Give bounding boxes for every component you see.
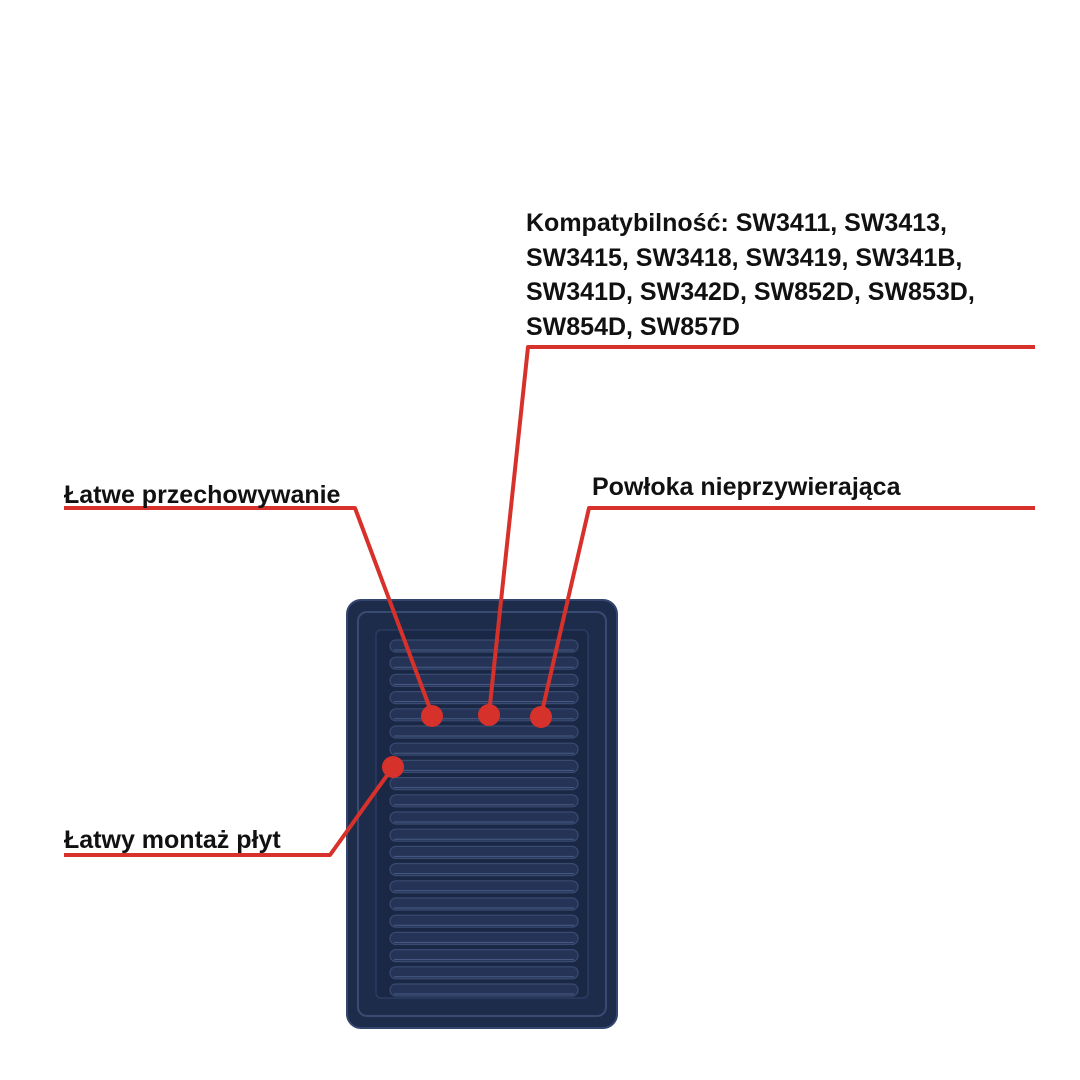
plate-rib <box>389 725 579 739</box>
storage-label: Łatwe przechowywanie <box>64 481 341 509</box>
compatibility-line-2: SW3415, SW3418, SW3419, SW341B, <box>526 243 963 272</box>
plate-rib <box>389 880 579 894</box>
storage-leader-line <box>64 506 434 715</box>
coating-leader-line <box>539 506 1035 717</box>
compatibility-line-3: SW341D, SW342D, SW852D, SW853D, <box>526 278 975 306</box>
plate-rib <box>389 794 579 808</box>
mount-dot <box>382 756 404 778</box>
plate-rib <box>389 828 579 842</box>
storage-dot <box>421 705 443 727</box>
callout-dots <box>382 704 552 778</box>
compatibility-label: Kompatybilność: SW3411, SW3413, SW3415, … <box>526 206 975 344</box>
plate-rib <box>389 948 579 963</box>
plate-rib <box>389 811 579 825</box>
plate-rib <box>389 931 579 946</box>
plate-rib <box>389 845 579 860</box>
plate-rib <box>389 639 579 653</box>
plate-rib <box>389 690 579 705</box>
plate-rib <box>389 914 579 928</box>
compatibility-line-1: Kompatybilność: SW3411, SW3413, <box>526 209 947 237</box>
plate-rib <box>389 776 579 791</box>
plate-rib <box>389 742 579 756</box>
mounting-label: Łatwy montaż płyt <box>64 826 281 854</box>
plate-ribs <box>389 639 579 997</box>
plate-rib <box>389 862 579 877</box>
plate-rib <box>389 966 579 980</box>
callout-lines <box>64 345 1035 857</box>
plate-rib <box>389 897 579 911</box>
mount-leader-line <box>64 765 395 857</box>
coating-dot <box>530 706 552 728</box>
plate-rib <box>389 983 579 997</box>
coating-label: Powłoka nieprzywierająca <box>592 473 901 501</box>
plate-rib <box>389 656 579 670</box>
compat-leader-line <box>487 345 1035 715</box>
grill-plate <box>346 599 618 1029</box>
compatibility-line-4: SW854D, SW857D <box>526 312 740 341</box>
plate-rib <box>389 673 579 688</box>
compat-dot <box>478 704 500 726</box>
